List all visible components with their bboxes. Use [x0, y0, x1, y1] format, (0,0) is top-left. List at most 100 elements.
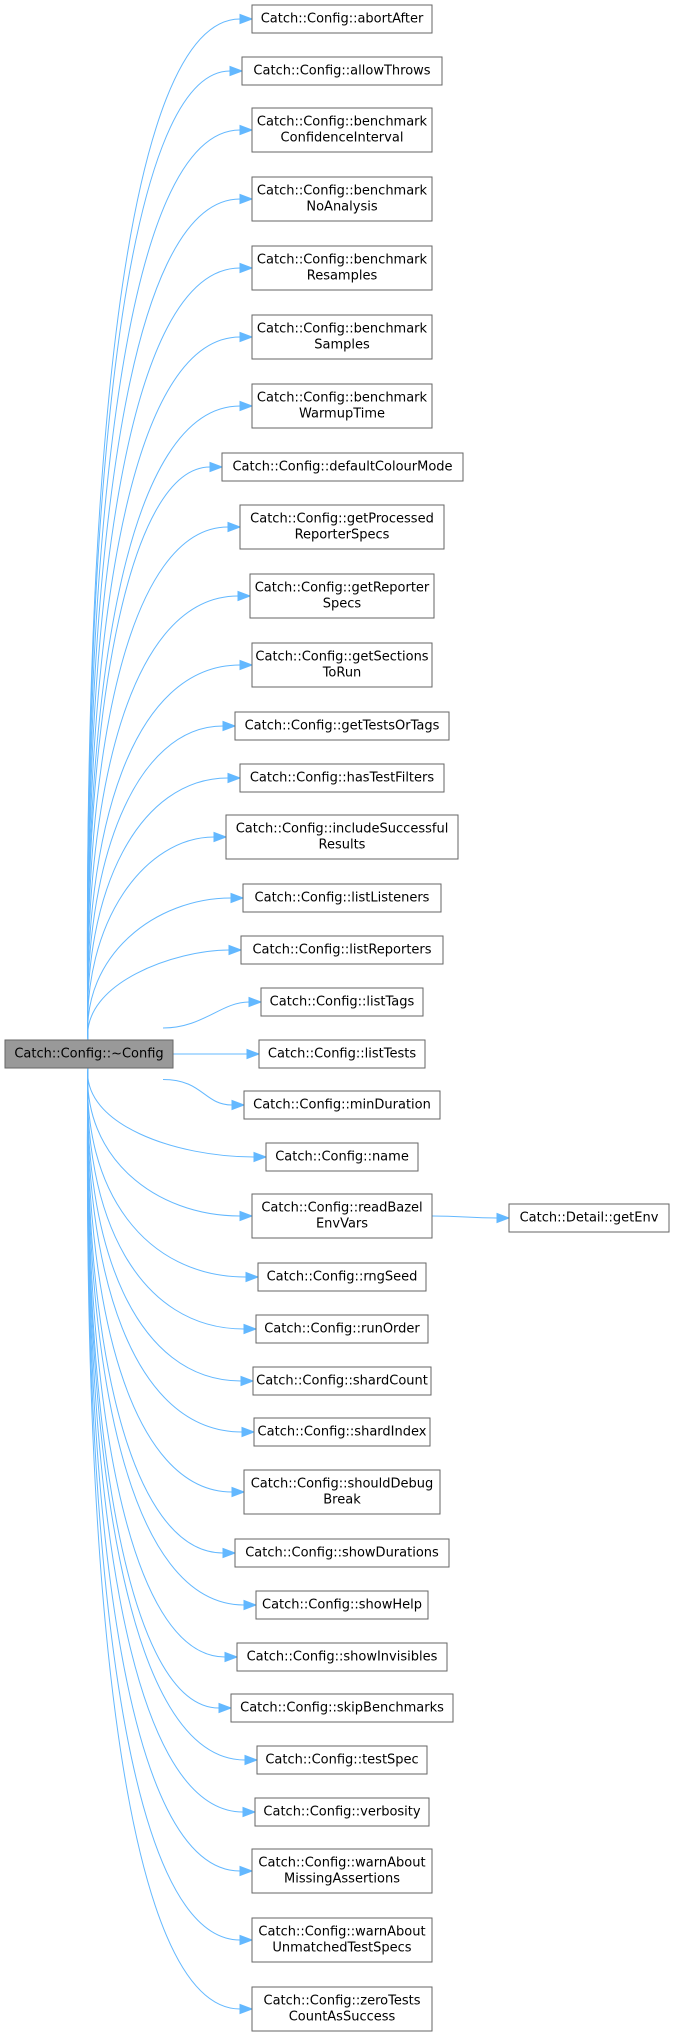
- arrowhead-icon: [239, 400, 254, 412]
- node-show-help[interactable]: Catch::Config::showHelp: [255, 1590, 429, 1620]
- arrowhead-icon: [253, 1151, 268, 1163]
- node-list-listeners[interactable]: Catch::Config::listListeners: [242, 883, 442, 913]
- node-label-line: CountAsSuccess: [289, 2010, 396, 2025]
- node-default-colour-mode[interactable]: Catch::Config::defaultColourMode: [221, 452, 464, 482]
- arrowhead-icon: [229, 65, 244, 77]
- node-has-test-filters[interactable]: Catch::Config::hasTestFilters: [239, 763, 445, 793]
- arrowhead-icon: [239, 262, 254, 274]
- node-detail-get-env[interactable]: Catch::Detail::getEnv: [508, 1203, 670, 1233]
- node-label-line: Catch::Config::abortAfter: [261, 12, 424, 27]
- arrowhead-icon: [227, 521, 242, 533]
- arrowhead-icon: [218, 1702, 233, 1714]
- node-label-line: Catch::Config::warnAbout: [258, 1925, 425, 1940]
- node-label-line: Catch::Config::skipBenchmarks: [240, 1701, 444, 1716]
- arrowhead-icon: [222, 720, 237, 732]
- arrowhead-icon: [228, 944, 243, 956]
- node-label-line: Catch::Config::benchmark: [257, 253, 428, 268]
- node-label-line: WarmupTime: [299, 407, 385, 422]
- edge-to-node-list-listeners: [87, 892, 245, 1041]
- arrowhead-icon: [231, 1486, 246, 1498]
- arrowhead-icon: [243, 1323, 258, 1335]
- node-verbosity[interactable]: Catch::Config::verbosity: [254, 1797, 430, 1827]
- node-get-tests-or-tags[interactable]: Catch::Config::getTestsOrTags: [234, 711, 450, 741]
- node-label-line: Catch::Config::showDurations: [245, 1546, 439, 1561]
- node-list-reporters[interactable]: Catch::Config::listReporters: [240, 935, 444, 965]
- arrowhead-icon: [239, 2003, 254, 2015]
- node-label-line: Catch::Config::listListeners: [255, 891, 430, 906]
- edge-to-node-run-order: [87, 1067, 258, 1335]
- node-label-line: Catch::Config::runOrder: [264, 1322, 420, 1337]
- edge-to-node-verbosity: [86, 1067, 257, 1818]
- node-label-line: Catch::Config::rngSeed: [267, 1270, 418, 1285]
- node-benchmark-confidence-interval[interactable]: Catch::Config::benchmarkConfidenceInterv…: [251, 107, 433, 153]
- node-abort-after[interactable]: Catch::Config::abortAfter: [251, 4, 433, 34]
- node-list-tags[interactable]: Catch::Config::listTags: [260, 987, 424, 1017]
- call-nodes: Catch::Config::~Config Catch::Config::abo…: [4, 4, 670, 2032]
- node-label-line: UnmatchedTestSpecs: [272, 1941, 411, 1956]
- node-warn-about-missing-assertions[interactable]: Catch::Config::warnAboutMissingAssertion…: [251, 1848, 433, 1894]
- node-shard-count[interactable]: Catch::Config::shardCount: [252, 1366, 432, 1396]
- node-show-invisibles[interactable]: Catch::Config::showInvisibles: [236, 1642, 448, 1672]
- node-label-line: Catch::Config::benchmark: [257, 115, 428, 130]
- arrowhead-icon: [231, 1099, 246, 1111]
- arrowhead-icon: [224, 1651, 239, 1663]
- root-node-config-destructor[interactable]: Catch::Config::~Config: [4, 1039, 174, 1069]
- node-label-line: Catch::Config::name: [275, 1150, 409, 1165]
- arrowhead-icon: [230, 892, 245, 904]
- node-warn-about-unmatched-test-specs[interactable]: Catch::Config::warnAboutUnmatchedTestSpe…: [251, 1917, 433, 1963]
- arrowhead-icon: [241, 1426, 256, 1438]
- node-label-line: Catch::Config::getProcessed: [250, 512, 434, 527]
- node-shard-index[interactable]: Catch::Config::shardIndex: [253, 1417, 431, 1447]
- arrowhead-icon: [242, 1806, 257, 1818]
- node-label-line: Catch::Config::warnAbout: [258, 1856, 425, 1871]
- node-label-line: ConfidenceInterval: [281, 131, 404, 146]
- node-label-line: Catch::Config::benchmark: [257, 322, 428, 337]
- edge-to-node-show-durations: [87, 1067, 237, 1559]
- node-label-line: Specs: [323, 597, 362, 612]
- node-skip-benchmarks[interactable]: Catch::Config::skipBenchmarks: [230, 1693, 454, 1723]
- edge-to-node-list-reporters: [87, 944, 243, 1041]
- node-test-spec[interactable]: Catch::Config::testSpec: [256, 1745, 428, 1775]
- node-list-tests[interactable]: Catch::Config::listTests: [258, 1039, 426, 1069]
- edge-to-node-has-test-filters: [87, 772, 242, 1041]
- edge-to-node-shard-count: [87, 1067, 255, 1387]
- node-show-durations[interactable]: Catch::Config::showDurations: [234, 1538, 450, 1568]
- node-label-line: Catch::Config::listTests: [268, 1047, 416, 1062]
- node-label-line: Catch::Config::benchmark: [257, 391, 428, 406]
- node-label-line: Catch::Config::allowThrows: [253, 64, 430, 79]
- arrowhead-icon: [237, 590, 252, 602]
- arrowhead-icon: [239, 331, 254, 343]
- node-run-order[interactable]: Catch::Config::runOrder: [255, 1314, 429, 1344]
- edge-to-node-allow-throws: [86, 65, 244, 1041]
- arrowhead-icon: [239, 124, 254, 136]
- edge-to-node-name: [87, 1067, 268, 1163]
- arrowhead-icon: [239, 1934, 254, 1946]
- node-label-line: Catch::Config::testSpec: [265, 1753, 418, 1768]
- node-allow-throws[interactable]: Catch::Config::allowThrows: [241, 56, 443, 86]
- arrowhead-icon: [248, 996, 263, 1008]
- node-name[interactable]: Catch::Config::name: [265, 1142, 419, 1172]
- node-rng-seed[interactable]: Catch::Config::rngSeed: [257, 1262, 427, 1292]
- arrowhead-icon: [239, 193, 254, 205]
- node-min-duration[interactable]: Catch::Config::minDuration: [243, 1090, 441, 1120]
- node-label-line: ReporterSpecs: [295, 528, 390, 543]
- node-label-line: Catch::Config::zeroTests: [264, 1994, 421, 2009]
- node-label-line: Catch::Config::shouldDebug: [251, 1477, 434, 1492]
- arrowhead-icon: [496, 1212, 511, 1224]
- node-label-line: Catch::Config::shardIndex: [258, 1425, 427, 1440]
- node-label-line: Samples: [314, 338, 370, 353]
- node-label-line: Catch::Config::showInvisibles: [247, 1650, 438, 1665]
- node-label-line: Catch::Config::showHelp: [262, 1598, 422, 1613]
- node-label-line: Catch::Config::includeSuccessful: [236, 822, 449, 837]
